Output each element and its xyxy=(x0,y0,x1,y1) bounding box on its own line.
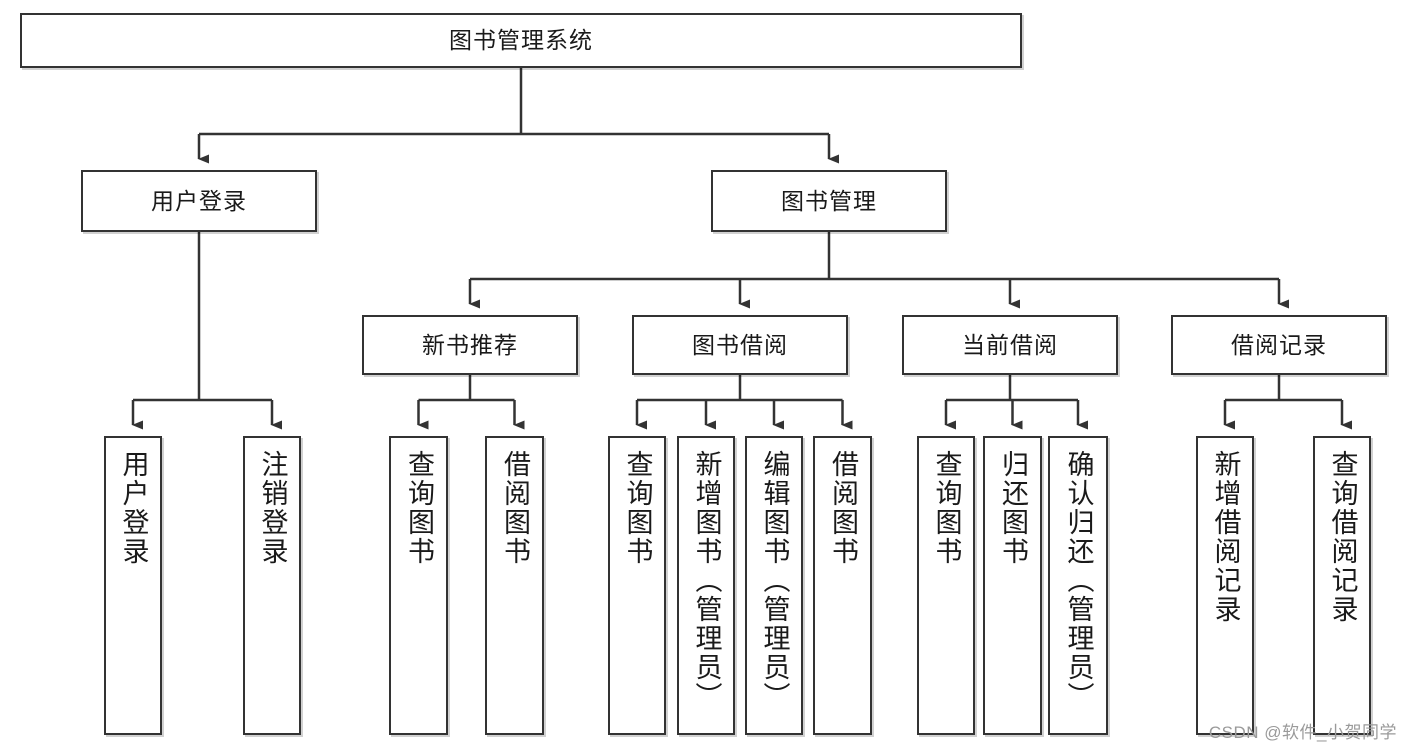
node-leaf_q_book_1[interactable]: 查询图书 xyxy=(389,436,448,735)
node-label: 用户登录 xyxy=(118,450,149,566)
node-label: 查询借阅记录 xyxy=(1327,450,1358,624)
node-label: 查询图书 xyxy=(404,450,434,566)
node-label: 图书管理系统 xyxy=(449,27,593,54)
node-label: 确认归还（管理员） xyxy=(1063,450,1094,711)
node-leaf_borrow_2[interactable]: 借阅图书 xyxy=(813,436,872,735)
node-user_login[interactable]: 用户登录 xyxy=(81,170,317,232)
node-leaf_q_book_3[interactable]: 查询图书 xyxy=(917,436,975,735)
node-leaf_edit_book[interactable]: 编辑图书（管理员） xyxy=(745,436,803,735)
node-label: 查询图书 xyxy=(931,450,962,566)
node-label: 注销登录 xyxy=(257,450,288,566)
node-leaf_q_rec[interactable]: 查询借阅记录 xyxy=(1313,436,1371,735)
node-label: 图书管理 xyxy=(781,187,877,214)
node-label: 用户登录 xyxy=(151,187,247,214)
node-leaf_login[interactable]: 用户登录 xyxy=(104,436,162,735)
node-label: 编辑图书（管理员） xyxy=(759,450,790,711)
node-leaf_add_rec[interactable]: 新增借阅记录 xyxy=(1196,436,1254,735)
node-label: 查询图书 xyxy=(622,450,653,566)
node-book_mgmt[interactable]: 图书管理 xyxy=(711,170,947,232)
node-borrow_log[interactable]: 借阅记录 xyxy=(1171,315,1387,375)
node-leaf_conf_ret[interactable]: 确认归还（管理员） xyxy=(1048,436,1108,735)
node-new_book_rec[interactable]: 新书推荐 xyxy=(362,315,578,375)
node-leaf_borrow_1[interactable]: 借阅图书 xyxy=(485,436,544,735)
node-label: 图书借阅 xyxy=(692,331,788,358)
node-label: 归还图书 xyxy=(998,450,1028,566)
node-leaf_return[interactable]: 归还图书 xyxy=(983,436,1042,735)
node-label: 当前借阅 xyxy=(962,331,1058,358)
node-label: 借阅图书 xyxy=(828,450,858,566)
node-label: 新增借阅记录 xyxy=(1210,450,1241,624)
node-leaf_logout[interactable]: 注销登录 xyxy=(243,436,301,735)
node-leaf_q_book_2[interactable]: 查询图书 xyxy=(608,436,666,735)
node-book_borrow[interactable]: 图书借阅 xyxy=(632,315,848,375)
watermark-text: CSDN @软件_小贺同学 xyxy=(1208,723,1397,742)
node-cur_borrow[interactable]: 当前借阅 xyxy=(902,315,1118,375)
node-label: 新增图书（管理员） xyxy=(691,450,722,711)
node-leaf_add_book[interactable]: 新增图书（管理员） xyxy=(677,436,735,735)
node-label: 借阅记录 xyxy=(1231,331,1327,358)
node-root[interactable]: 图书管理系统 xyxy=(20,13,1022,68)
node-label: 新书推荐 xyxy=(422,331,518,358)
node-label: 借阅图书 xyxy=(500,450,530,566)
